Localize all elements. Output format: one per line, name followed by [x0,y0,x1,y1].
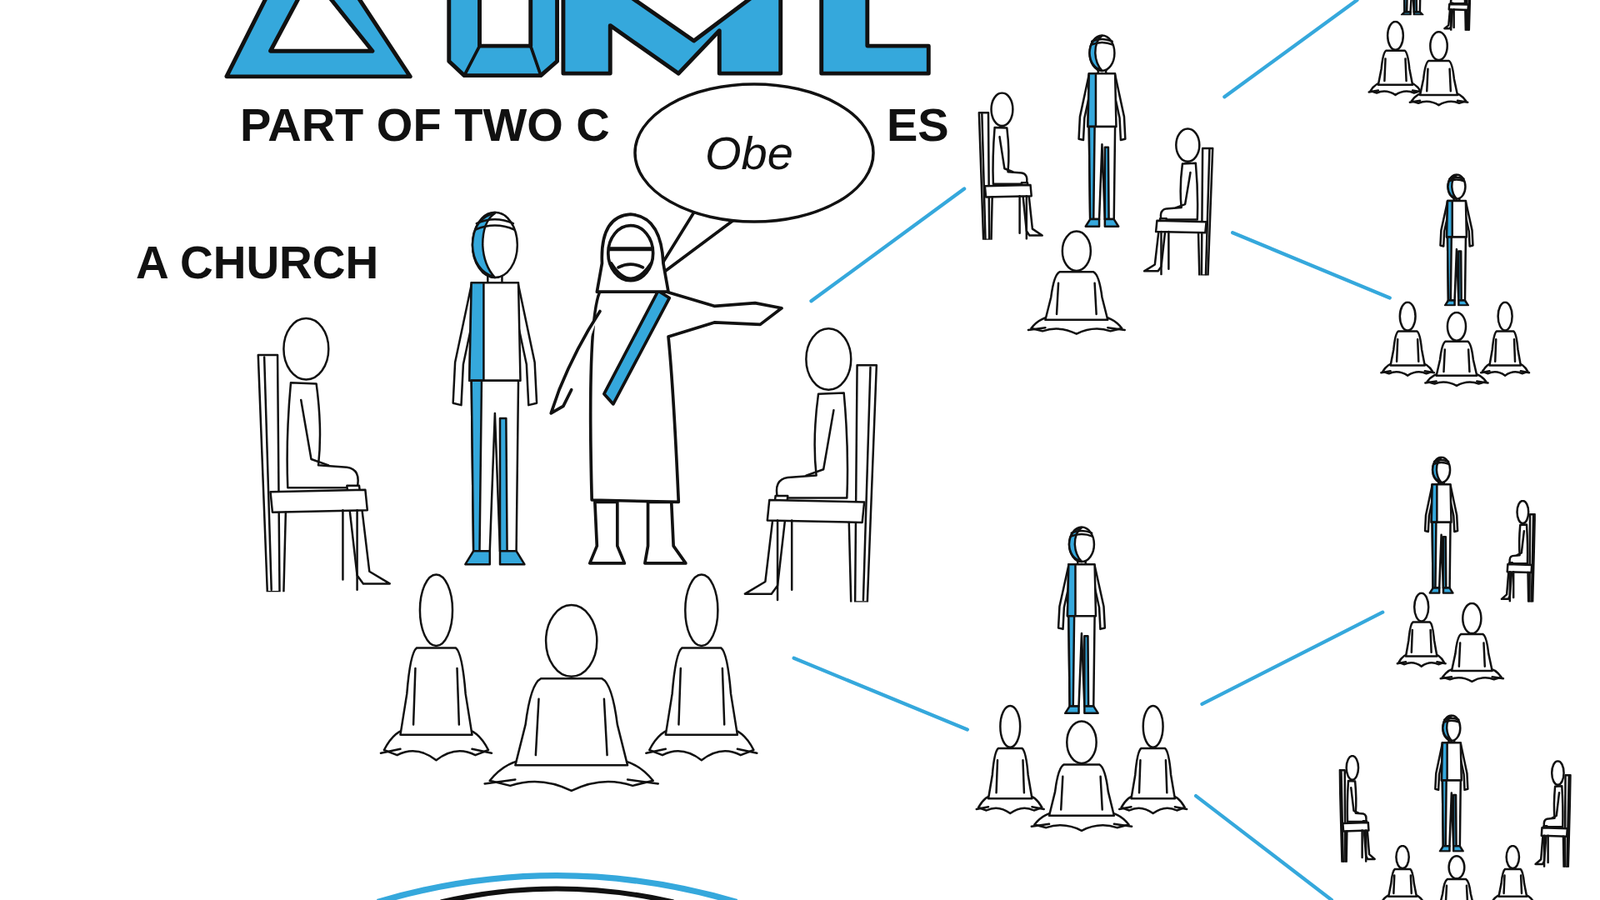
speech-bubble: Obe [632,81,876,225]
link-lines [794,0,1390,900]
logo [226,0,929,77]
small-group [1340,715,1571,900]
church-group [258,212,877,791]
jesus-figure [550,214,782,564]
next-arc [440,889,674,900]
small-group [979,35,1213,334]
section-label: A CHURCH [135,240,379,286]
next-arc [377,875,737,900]
bubble-shape [635,84,874,222]
speech-text: Obe [705,130,794,177]
small-group [1380,175,1530,386]
small-group [976,527,1187,831]
small-group [1369,0,1471,105]
heading-text: PART OF TWO C [240,101,610,149]
heading-text: ES [886,101,950,149]
small-group [1397,457,1535,682]
